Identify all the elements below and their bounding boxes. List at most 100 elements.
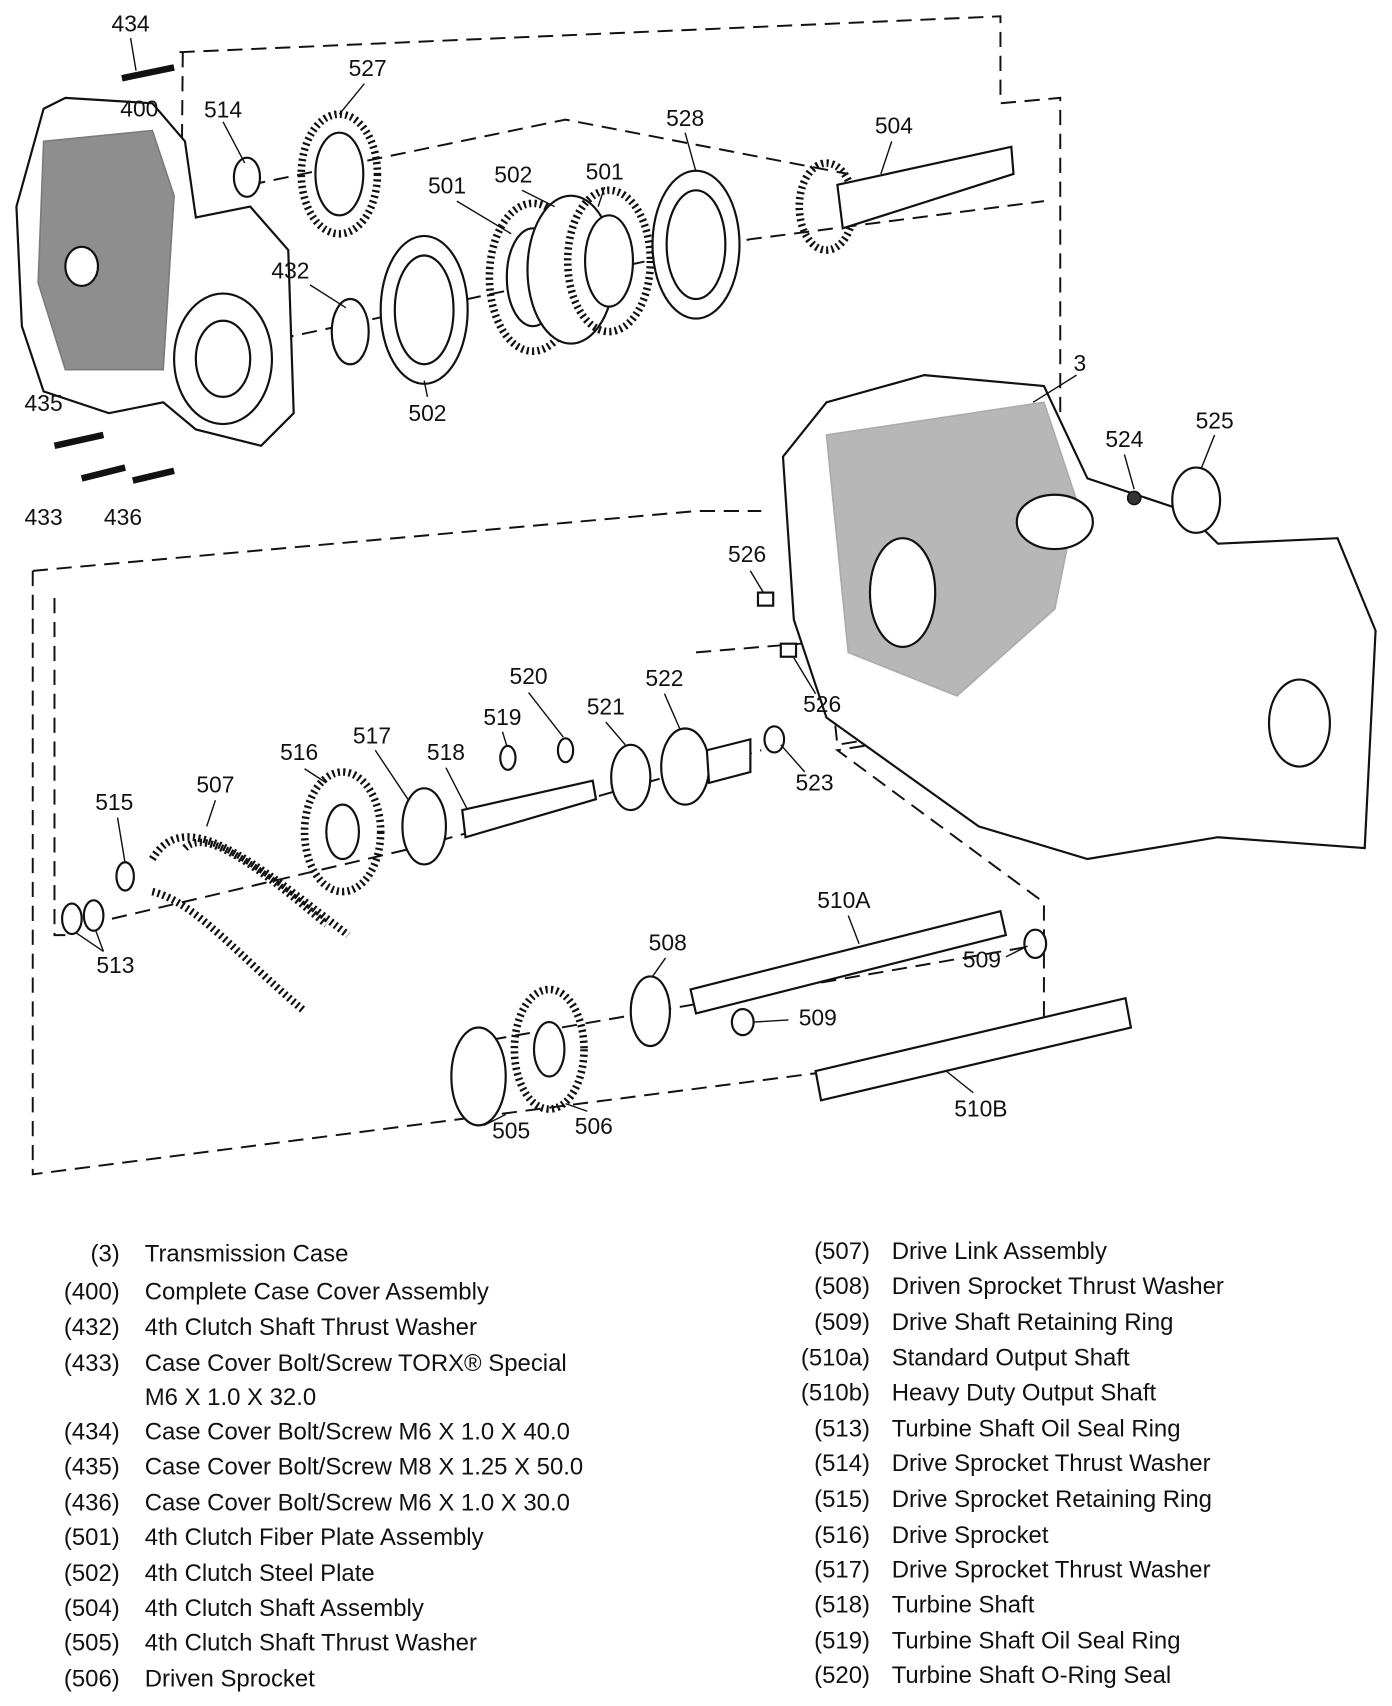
shaft-504 xyxy=(836,145,1015,230)
case-cover-assembly xyxy=(15,96,295,448)
callout-labels: 434 527 400 514 528 504 501 502 501 432 … xyxy=(25,11,1234,1144)
callout: 501 xyxy=(428,173,466,199)
bolt-436 xyxy=(132,467,175,484)
callout: 528 xyxy=(666,105,704,131)
shaft-510b xyxy=(814,996,1133,1102)
callout: 519 xyxy=(483,704,521,730)
legend-description: Drive Sprocket Thrust Washer xyxy=(892,1557,1211,1584)
legend-number: (434) xyxy=(64,1419,120,1446)
legend-description: Case Cover Bolt/Screw M8 X 1.25 X 50.0 xyxy=(145,1453,583,1480)
legend-number: (509) xyxy=(814,1309,870,1336)
callout: 432 xyxy=(271,257,309,283)
legend-description: Drive Link Assembly xyxy=(892,1238,1107,1265)
bolts xyxy=(53,64,175,484)
clutch-parts xyxy=(232,110,1015,385)
drive-link-507 xyxy=(149,833,351,939)
output-shaft-group xyxy=(450,909,1133,1127)
ring-509a xyxy=(1023,928,1048,960)
legend-description: Case Cover Bolt/Screw M6 X 1.0 X 30.0 xyxy=(145,1489,570,1516)
legend-number: (514) xyxy=(814,1450,870,1477)
legend-description: Turbine Shaft O-Ring Seal xyxy=(892,1662,1172,1689)
part-522 xyxy=(660,727,711,806)
legend-number: (501) xyxy=(64,1524,120,1551)
callout: 515 xyxy=(95,789,133,815)
callout: 3 xyxy=(1073,350,1086,376)
drive-sprocket-516 xyxy=(300,768,385,896)
washer-514 xyxy=(232,156,262,198)
fiber-plate-501b xyxy=(563,186,655,336)
bolt-433 xyxy=(80,464,126,482)
washer-432 xyxy=(330,297,370,366)
ring-513b xyxy=(82,899,105,932)
legend-number: (516) xyxy=(814,1522,870,1549)
legend-number: (520) xyxy=(814,1662,870,1689)
legend-description: Turbine Shaft Oil Seal Ring xyxy=(892,1627,1181,1654)
legend-number: (513) xyxy=(814,1415,870,1442)
callout: 507 xyxy=(196,772,234,798)
callout: 502 xyxy=(494,162,532,188)
callout: 521 xyxy=(587,693,625,719)
legend-description: Drive Sprocket xyxy=(892,1522,1049,1549)
ring-520 xyxy=(556,737,575,764)
pin-526b xyxy=(779,642,798,658)
callout: 513 xyxy=(96,952,134,978)
washer-508 xyxy=(629,975,671,1048)
callout: 522 xyxy=(645,665,683,691)
legend-description: Complete Case Cover Assembly xyxy=(145,1278,489,1305)
legend-number: (435) xyxy=(64,1453,120,1480)
legend-description: Drive Sprocket Retaining Ring xyxy=(892,1486,1212,1513)
callout: 510B xyxy=(954,1096,1007,1122)
legend-number: (505) xyxy=(64,1630,120,1657)
callout: 520 xyxy=(510,663,548,689)
legend-description: Drive Sprocket Thrust Washer xyxy=(892,1450,1211,1477)
legend-description: Turbine Shaft Oil Seal Ring xyxy=(892,1415,1181,1442)
legend-description: Case Cover Bolt/Screw M6 X 1.0 X 40.0 xyxy=(145,1419,570,1446)
legend-number: (515) xyxy=(814,1486,870,1513)
callout: 508 xyxy=(649,929,687,955)
callout: 433 xyxy=(25,504,63,530)
legend-number: (400) xyxy=(64,1278,120,1305)
legend-number: (502) xyxy=(64,1560,120,1587)
callout: 435 xyxy=(25,390,63,416)
legend-number: (504) xyxy=(64,1595,120,1622)
legend-number: (510b) xyxy=(801,1379,870,1406)
legend-number: (3) xyxy=(91,1240,120,1267)
legend-description: Drive Shaft Retaining Ring xyxy=(892,1309,1174,1336)
transmission-case xyxy=(756,374,1377,861)
callout: 526 xyxy=(803,691,841,717)
ring-513a xyxy=(61,902,83,936)
legend-description: Driven Sprocket Thrust Washer xyxy=(892,1273,1224,1300)
legend-description: 4th Clutch Steel Plate xyxy=(145,1560,375,1587)
legend-right-column: (507) Drive Link Assembly (508) Driven S… xyxy=(801,1238,1224,1689)
plug-524 xyxy=(1126,490,1142,506)
callout: 501 xyxy=(586,158,624,184)
washer-517 xyxy=(401,787,448,866)
callout: 518 xyxy=(427,739,465,765)
shaft-510a xyxy=(689,909,1008,1015)
callout: 502 xyxy=(408,400,446,426)
parts-legend: (3) Transmission Case (400) Complete Cas… xyxy=(64,1238,1224,1692)
pin-526a xyxy=(756,591,775,607)
legend-description: 4th Clutch Shaft Assembly xyxy=(145,1595,424,1622)
legend-description-continued: M6 X 1.0 X 32.0 xyxy=(145,1384,316,1411)
legend-number: (510a) xyxy=(801,1345,870,1372)
ring-519 xyxy=(499,744,517,771)
legend-left-column: (3) Transmission Case (400) Complete Cas… xyxy=(64,1240,583,1692)
legend-description: 4th Clutch Shaft Thrust Washer xyxy=(145,1630,477,1657)
part-521 xyxy=(610,743,652,812)
legend-number: (518) xyxy=(814,1591,870,1618)
legend-description: Heavy Duty Output Shaft xyxy=(892,1379,1157,1406)
callout: 524 xyxy=(1105,426,1143,452)
bolt-434 xyxy=(121,64,175,82)
bolt-435 xyxy=(53,431,105,449)
legend-number: (506) xyxy=(64,1665,120,1692)
washer-505 xyxy=(450,1026,507,1127)
callout: 400 xyxy=(120,95,158,121)
callout: 517 xyxy=(353,723,391,749)
part-523 xyxy=(763,725,786,754)
legend-number: (519) xyxy=(814,1627,870,1654)
legend-description: 4th Clutch Shaft Thrust Washer xyxy=(145,1314,477,1341)
callout: 516 xyxy=(280,739,318,765)
